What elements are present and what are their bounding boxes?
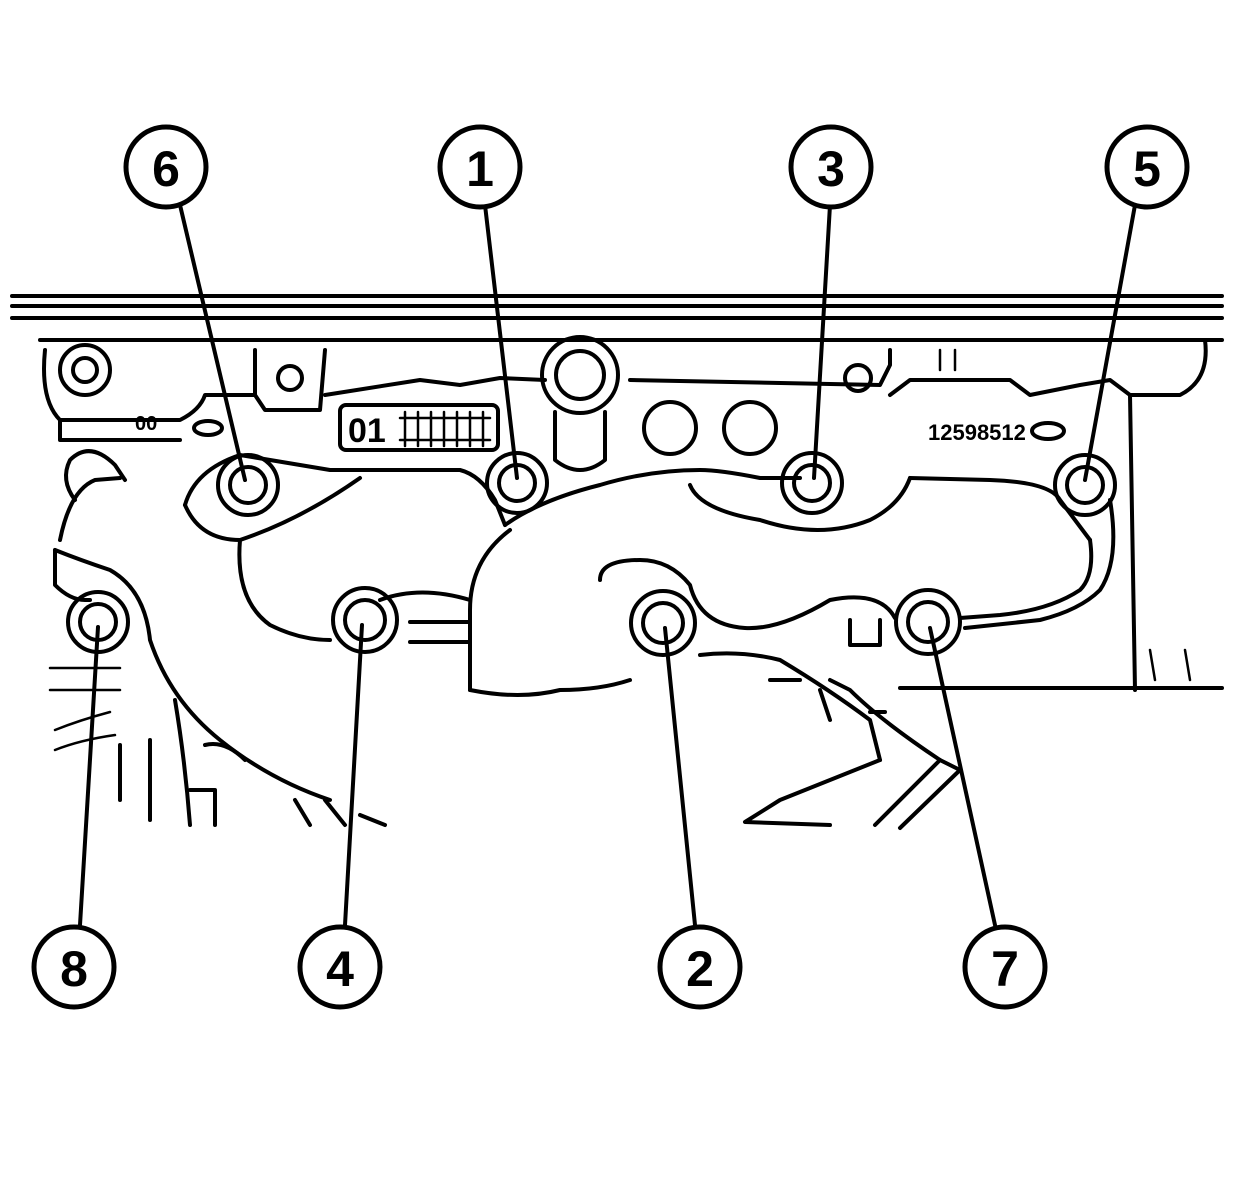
bolt-4 — [331, 586, 399, 654]
bolt-5 — [1053, 453, 1117, 517]
svg-text:4: 4 — [326, 941, 354, 997]
leader-7 — [928, 626, 997, 927]
cylinder-head-outline — [42, 348, 1224, 692]
manifold-bolts — [66, 451, 1117, 657]
callout-5: 5 — [1104, 124, 1190, 210]
lower-left-components — [48, 666, 387, 827]
callout-1: 1 — [437, 124, 523, 210]
casting-stamps: 01 12598512 00 — [135, 403, 1066, 452]
bolt-6 — [216, 453, 280, 517]
leader-3 — [812, 203, 832, 480]
svg-text:5: 5 — [1133, 141, 1161, 197]
callout-8: 8 — [31, 924, 117, 1010]
callout-4: 4 — [297, 924, 383, 1010]
svg-text:8: 8 — [60, 941, 88, 997]
small-mark-stamp: 00 — [135, 413, 157, 435]
leader-5 — [1083, 203, 1137, 482]
head-bosses — [58, 335, 873, 472]
bolt-3 — [780, 451, 844, 515]
stamp-hatching — [398, 410, 492, 448]
part-number-stamp: 12598512 — [928, 420, 1026, 445]
cylinder-head-rails — [10, 294, 1224, 397]
callout-6: 6 — [123, 124, 209, 210]
leader-8 — [78, 625, 100, 927]
bolt-2 — [629, 589, 697, 657]
svg-text:3: 3 — [817, 141, 845, 197]
leader-6 — [178, 203, 247, 482]
callout-2: 2 — [657, 924, 743, 1010]
exhaust-manifold — [53, 449, 1116, 802]
cylinder-code-stamp: 01 — [348, 412, 386, 450]
leader-1 — [483, 203, 519, 480]
callout-3: 3 — [788, 124, 874, 210]
svg-text:1: 1 — [466, 141, 494, 197]
callout-7: 7 — [962, 924, 1048, 1010]
svg-text:6: 6 — [152, 141, 180, 197]
svg-text:7: 7 — [991, 941, 1019, 997]
leader-2 — [663, 626, 697, 927]
bolt-7 — [894, 588, 962, 656]
svg-text:2: 2 — [686, 941, 714, 997]
manifold-outlet-pipe — [698, 651, 962, 830]
callout-bubbles: 6 1 3 5 8 4 2 7 — [31, 124, 1190, 1010]
leader-lines — [78, 203, 1137, 927]
leader-4 — [343, 623, 364, 927]
